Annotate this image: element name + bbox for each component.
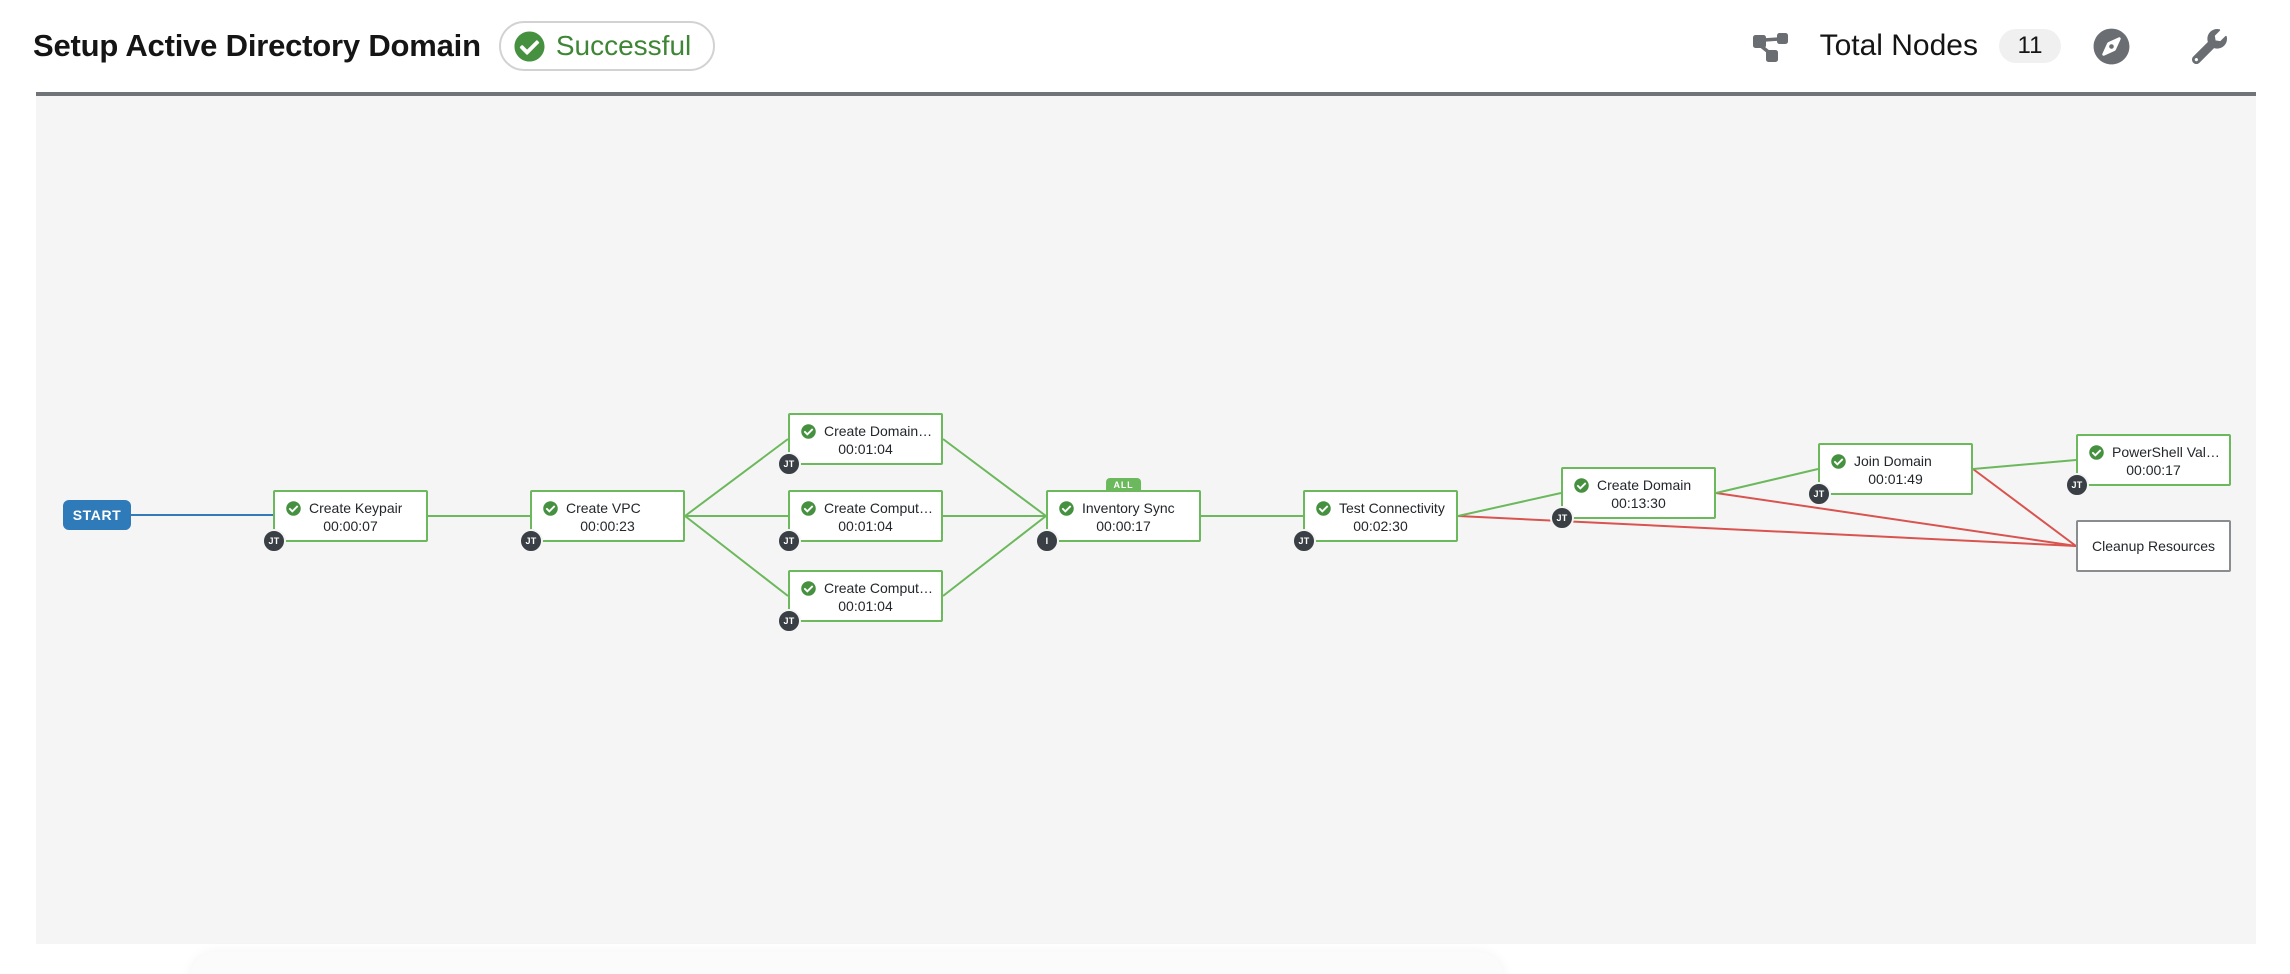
node-elapsed-time: 00:00:17 <box>2126 462 2181 478</box>
start-node[interactable]: START <box>63 500 131 530</box>
page-title: Setup Active Directory Domain <box>33 28 481 63</box>
node-label: PowerShell Validation <box>2112 444 2221 460</box>
check-circle-icon <box>801 580 816 596</box>
check-circle-icon <box>514 30 545 62</box>
header-toolbar: Total Nodes 11 <box>1752 28 2227 65</box>
bottom-panel-edge <box>190 952 1504 974</box>
total-nodes-count: 11 <box>1999 29 2061 63</box>
status-badge-label: Successful <box>555 30 692 61</box>
check-circle-icon <box>1059 500 1074 516</box>
node-label: Inventory Sync <box>1082 500 1175 516</box>
node-elapsed-time: 00:01:04 <box>838 441 893 457</box>
node-label: Create Domain <box>1597 477 1692 493</box>
node-type-circle-badge: JT <box>1807 482 1831 506</box>
node-elapsed-time: 00:01:04 <box>838 598 893 614</box>
node-elapsed-time: 00:01:04 <box>838 518 893 534</box>
workflow-canvas[interactable]: START Create Keypair 00:00:07 JT Create … <box>36 96 2256 944</box>
workflow-node-cleanup-resources[interactable]: Cleanup Resources <box>2076 520 2231 572</box>
check-circle-icon <box>801 423 816 439</box>
workflow-node-create-domain[interactable]: Create Domain 00:13:30 JT <box>1550 467 1716 530</box>
workflow-node-create-domain-controller[interactable]: Create Domain Contr... 00:01:04 JT <box>777 413 943 476</box>
header-divider <box>36 92 2256 96</box>
workflow-node-create-vpc[interactable]: Create VPC 00:00:23 JT <box>519 490 685 553</box>
node-elapsed-time: 00:02:30 <box>1353 518 1408 534</box>
workflow-node-create-computer-1[interactable]: Create Computer (1) 00:01:04 JT <box>777 490 943 553</box>
wrench-icon <box>2192 28 2227 64</box>
node-label: Create Computer (2) <box>824 580 933 596</box>
check-circle-icon <box>2089 444 2104 460</box>
node-all-badge: ALL <box>1105 478 1142 491</box>
node-elapsed-time: 00:13:30 <box>1611 495 1666 511</box>
node-elapsed-time: 00:00:17 <box>1096 518 1151 534</box>
node-type-circle-badge: JT <box>1550 506 1574 530</box>
tools-button[interactable] <box>2192 28 2227 64</box>
node-label: Create Domain Contr... <box>824 423 933 439</box>
node-label: Create VPC <box>566 500 641 516</box>
header: Setup Active Directory Domain Successful… <box>0 0 2290 92</box>
node-elapsed-time: 00:01:49 <box>1868 471 1923 487</box>
check-circle-icon <box>1574 477 1589 493</box>
workflow-node-join-domain[interactable]: Join Domain 00:01:49 JT <box>1807 443 1973 506</box>
node-type-circle-badge: JT <box>777 609 801 633</box>
node-label: Test Connectivity <box>1339 500 1445 516</box>
legend-button[interactable] <box>2093 28 2130 65</box>
status-badge[interactable]: Successful <box>498 21 716 71</box>
check-circle-icon <box>543 500 558 516</box>
node-type-circle-badge: JT <box>262 529 286 553</box>
node-label: Create Keypair <box>309 500 403 516</box>
total-nodes-label: Total Nodes <box>1819 29 1978 62</box>
topology-icon <box>1752 33 1788 62</box>
check-circle-icon <box>801 500 816 516</box>
check-circle-icon <box>286 500 301 516</box>
node-label: Join Domain <box>1854 453 1932 469</box>
node-elapsed-time: 00:00:07 <box>323 518 378 534</box>
workflow-node-create-computer-2[interactable]: Create Computer (2) 00:01:04 JT <box>777 570 943 633</box>
node-type-circle-badge: JT <box>777 452 801 476</box>
check-circle-icon <box>1831 453 1846 469</box>
node-type-circle-badge: JT <box>1292 529 1316 553</box>
node-type-circle-badge: I <box>1035 529 1059 553</box>
node-type-circle-badge: JT <box>777 529 801 553</box>
node-type-circle-badge: JT <box>2065 473 2089 497</box>
node-label: Cleanup Resources <box>2092 538 2215 554</box>
node-elapsed-time: 00:00:23 <box>580 518 635 534</box>
workflow-node-create-keypair[interactable]: Create Keypair 00:00:07 JT <box>262 490 428 553</box>
compass-icon <box>2093 28 2130 64</box>
workflow-node-powershell-validation[interactable]: PowerShell Validation 00:00:17 JT <box>2065 434 2231 497</box>
workflow-node-inventory-sync[interactable]: ALL Inventory Sync 00:00:17 I <box>1035 478 1201 553</box>
check-circle-icon <box>1316 500 1331 516</box>
node-label: Create Computer (1) <box>824 500 933 516</box>
workflow-node-test-connectivity[interactable]: Test Connectivity 00:02:30 JT <box>1292 490 1458 553</box>
node-type-circle-badge: JT <box>519 529 543 553</box>
